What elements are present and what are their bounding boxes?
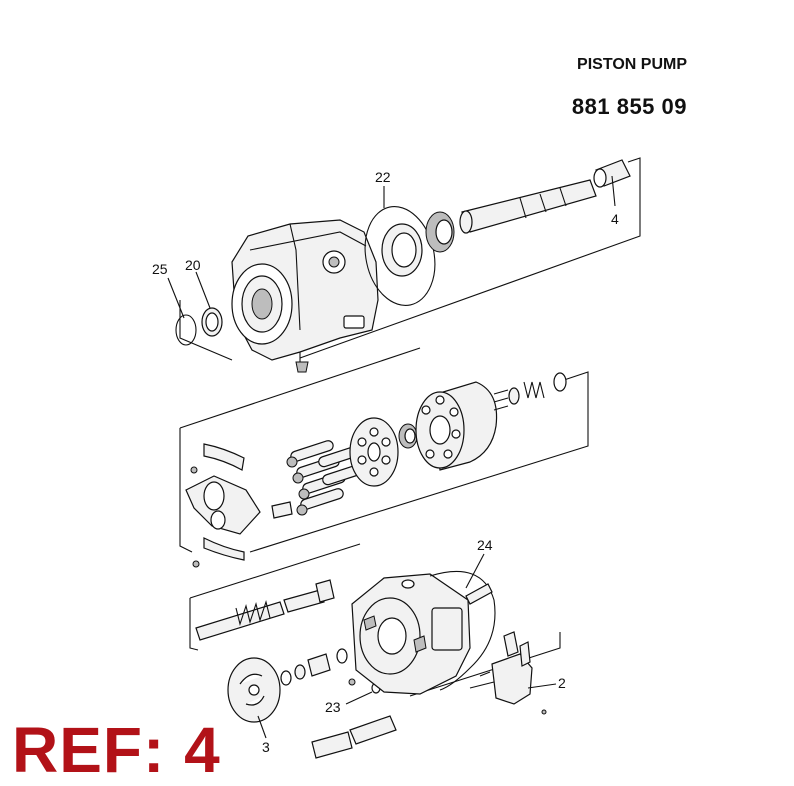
callout-23: 23 bbox=[325, 699, 341, 715]
callout-20: 20 bbox=[185, 257, 201, 273]
callout-22: 22 bbox=[375, 169, 391, 185]
bottom-pins bbox=[311, 715, 397, 759]
ref-label: REF: 4 bbox=[12, 714, 221, 786]
diagram-title: PISTON PUMP bbox=[577, 56, 687, 73]
callout-leaders-bottom bbox=[257, 553, 557, 739]
callout-2: 2 bbox=[558, 675, 566, 691]
section-frames bbox=[179, 157, 641, 697]
cylinder-block bbox=[415, 381, 498, 471]
callout-4: 4 bbox=[611, 211, 619, 227]
bearing bbox=[425, 211, 455, 253]
ring-20 bbox=[201, 307, 223, 337]
part-number: 881 855 09 bbox=[571, 94, 687, 119]
end-cap-bolt bbox=[465, 583, 493, 605]
callout-leaders-top bbox=[167, 175, 616, 319]
valve-block-2 bbox=[469, 631, 547, 715]
callout-25: 25 bbox=[152, 261, 168, 277]
bushing-4 bbox=[593, 159, 631, 188]
callout-24: 24 bbox=[477, 537, 493, 553]
swash-plate-group bbox=[185, 443, 293, 568]
o-ring-24 bbox=[429, 570, 496, 691]
bearing-middle bbox=[398, 423, 418, 449]
callout-3: 3 bbox=[262, 739, 270, 755]
end-cap bbox=[351, 573, 471, 695]
seal-ring bbox=[381, 223, 423, 277]
control-piston-parts bbox=[195, 579, 335, 641]
retaining-ring-25 bbox=[175, 314, 197, 346]
pump-housing bbox=[231, 219, 379, 373]
drive-shaft bbox=[459, 179, 597, 234]
spring-assembly bbox=[493, 372, 567, 411]
port-plate-3 bbox=[227, 657, 281, 723]
retainer-plate bbox=[349, 417, 399, 487]
small-seals bbox=[280, 648, 381, 694]
